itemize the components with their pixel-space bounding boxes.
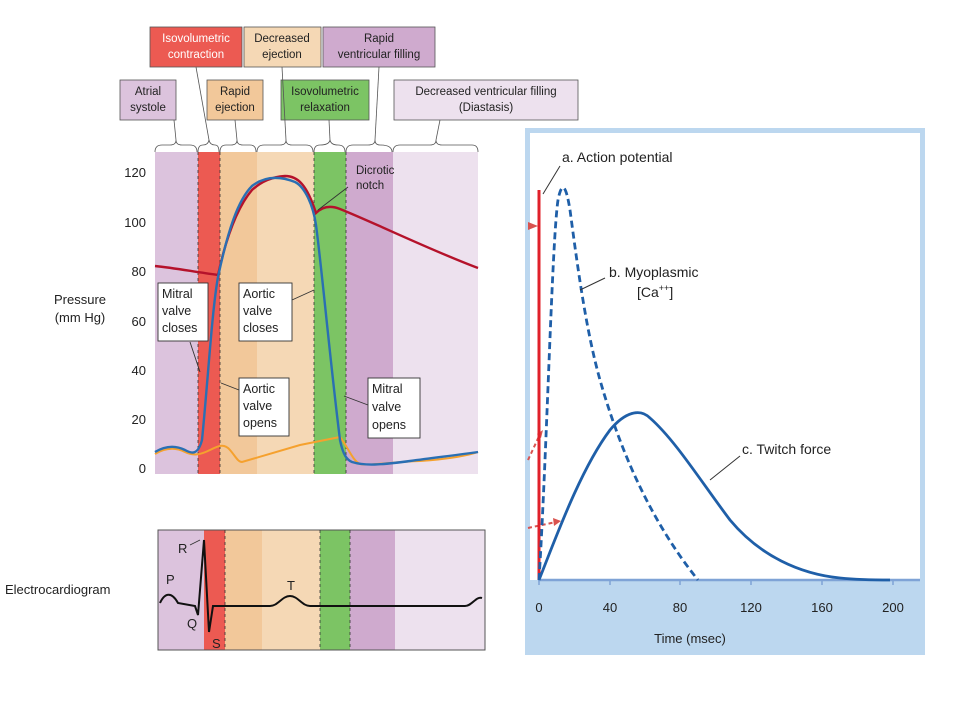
label-decreased-ejection: Decreased ejection <box>243 26 322 68</box>
svg-text:Rapid: Rapid <box>364 33 394 45</box>
ecg-band-atrial-systole <box>158 530 204 650</box>
action-potential-label: a. Action potential <box>562 149 673 165</box>
svg-text:(mm Hg): (mm Hg) <box>55 310 106 325</box>
ecg-panel: P Q R S T Electrocardiogram <box>5 529 486 651</box>
svg-text:Mitral: Mitral <box>372 382 403 396</box>
myoplasmic-label-line1: b. Myoplasmic <box>609 264 698 280</box>
svg-text:Pressure: Pressure <box>54 292 106 307</box>
ecg-q-label: Q <box>187 616 197 631</box>
myoplasmic-ca-curve <box>537 186 700 581</box>
ecg-frame <box>157 529 486 651</box>
svg-text:Mitral: Mitral <box>162 287 193 301</box>
ecg-trace <box>159 539 483 633</box>
svg-text:valve: valve <box>243 304 272 318</box>
ecg-band-rapid-ejection <box>225 530 262 650</box>
x-tick-160: 160 <box>811 600 833 615</box>
svg-text:Decreased ventricular filling: Decreased ventricular filling <box>415 86 556 98</box>
phase-labels: Isovolumetric contraction Decreased ejec… <box>119 26 579 121</box>
svg-text:Isovolumetric: Isovolumetric <box>291 86 359 98</box>
svg-text:ejection: ejection <box>215 102 255 114</box>
dicrotic-notch-annotation: Dicrotic notch <box>317 165 395 211</box>
svg-text:Atrial: Atrial <box>135 86 161 98</box>
y-tick-60: 60 <box>132 314 146 329</box>
ecg-p-label: P <box>166 572 175 587</box>
y-axis-label: Pressure (mm Hg) <box>54 292 106 325</box>
phase-braces <box>154 139 479 153</box>
ecg-band-diastasis <box>395 530 485 650</box>
ventricular-pressure-curve <box>154 176 479 466</box>
twitch-panel: 0 40 80 120 160 200 Time (msec) a. Actio… <box>525 128 925 655</box>
label-isovolumetric-contraction: Isovolumetric contraction <box>149 26 243 68</box>
mitral-valve-closes-annotation: Mitral valve closes <box>157 282 209 373</box>
label-atrial-systole: Atrial systole <box>119 79 177 121</box>
svg-text:ventricular filling: ventricular filling <box>338 49 420 61</box>
svg-text:systole: systole <box>130 102 166 114</box>
band-isovolumetric-contraction <box>198 152 220 474</box>
twitch-force-label: c. Twitch force <box>742 441 831 457</box>
svg-text:Aortic: Aortic <box>243 287 275 301</box>
x-tick-80: 80 <box>673 600 687 615</box>
svg-text:ejection: ejection <box>262 49 302 61</box>
twitch-x-axis-label: Time (msec) <box>654 631 726 646</box>
svg-text:valve: valve <box>243 399 272 413</box>
svg-text:Decreased: Decreased <box>254 33 310 45</box>
y-tick-0: 0 <box>139 461 146 476</box>
twitch-force-curve <box>537 411 891 582</box>
svg-text:closes: closes <box>243 321 278 335</box>
myoplasmic-label-line2: [Ca++] <box>637 283 673 300</box>
aortic-valve-opens-annotation: Aortic valve opens <box>220 377 290 437</box>
y-tick-120: 120 <box>124 165 146 180</box>
x-tick-200: 200 <box>882 600 904 615</box>
ecg-band-decreased-ejection <box>262 530 320 650</box>
svg-text:relaxation: relaxation <box>300 102 350 114</box>
y-tick-100: 100 <box>124 215 146 230</box>
aortic-valve-closes-annotation: Aortic valve closes <box>238 282 315 342</box>
ecg-t-label: T <box>287 578 295 593</box>
y-tick-labels: 0 20 40 60 80 100 120 <box>124 165 146 476</box>
svg-text:Dicrotic: Dicrotic <box>356 165 395 177</box>
y-tick-40: 40 <box>132 363 146 378</box>
svg-text:contraction: contraction <box>168 49 224 61</box>
label-connectors <box>173 66 441 141</box>
ecg-band-rapid-ventricular-filling <box>350 530 395 650</box>
svg-text:closes: closes <box>162 321 197 335</box>
svg-text:valve: valve <box>372 400 401 414</box>
svg-text:Isovolumetric: Isovolumetric <box>162 33 230 45</box>
svg-text:Aortic: Aortic <box>243 382 275 396</box>
x-tick-0: 0 <box>535 600 542 615</box>
svg-text:valve: valve <box>162 304 191 318</box>
ecg-label: Electrocardiogram <box>5 582 111 597</box>
svg-text:opens: opens <box>372 418 406 432</box>
y-tick-20: 20 <box>132 412 146 427</box>
ecg-r-label: R <box>178 541 187 556</box>
svg-text:opens: opens <box>243 416 277 430</box>
twitch-x-tick-labels: 0 40 80 120 160 200 <box>535 600 903 615</box>
label-rapid-ventricular-filling: Rapid ventricular filling <box>322 26 436 68</box>
label-rapid-ejection: Rapid ejection <box>206 79 264 121</box>
x-tick-40: 40 <box>603 600 617 615</box>
svg-text:notch: notch <box>356 180 384 192</box>
svg-text:Rapid: Rapid <box>220 86 250 98</box>
ecg-s-label: S <box>212 636 221 651</box>
y-tick-80: 80 <box>132 264 146 279</box>
ecg-band-isovolumetric-relaxation <box>320 530 350 650</box>
label-diastasis: Decreased ventricular filling (Diastasis… <box>393 79 579 121</box>
svg-text:(Diastasis): (Diastasis) <box>459 102 513 114</box>
pressure-chart: 0 20 40 60 80 100 120 Pressure (mm Hg) D… <box>54 152 479 476</box>
mitral-valve-opens-annotation: Mitral valve opens <box>343 377 421 439</box>
band-isovolumetric-relaxation <box>314 152 346 474</box>
x-tick-120: 120 <box>740 600 762 615</box>
label-isovolumetric-relaxation: Isovolumetric relaxation <box>280 79 370 121</box>
